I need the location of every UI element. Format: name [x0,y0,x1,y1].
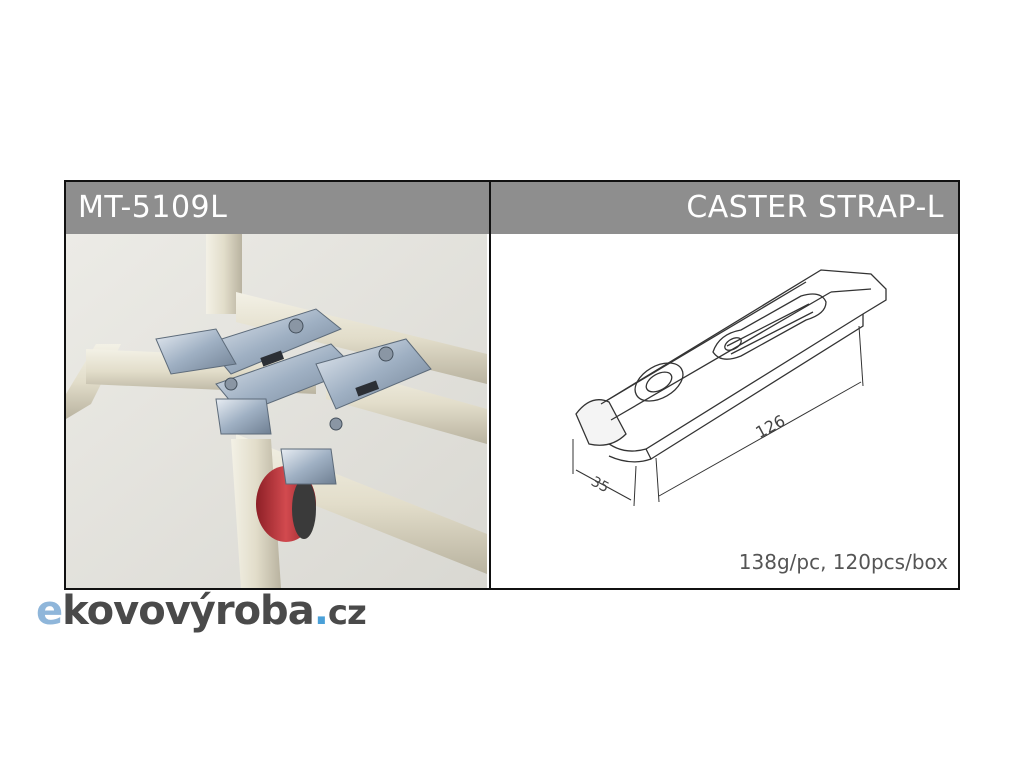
caster-strap-drawing [572,269,887,507]
technical-drawing-panel: CASTER STRAP-L 126 [491,182,958,588]
logo-name: kovovýroba [62,588,315,634]
model-number-header: MT-5109L [66,182,489,234]
logo-e: e [36,588,63,634]
product-frame: MT-5109L [64,180,960,590]
site-logo[interactable]: ekovovýroba.cz [36,588,367,634]
product-name-header: CASTER STRAP-L [491,182,958,234]
product-photo [66,234,487,588]
logo-dot: . [313,588,329,634]
product-photo-panel: MT-5109L [66,182,491,588]
logo-tld: cz [327,593,367,633]
weight-packaging-caption: 138g/pc, 120pcs/box [738,550,948,574]
